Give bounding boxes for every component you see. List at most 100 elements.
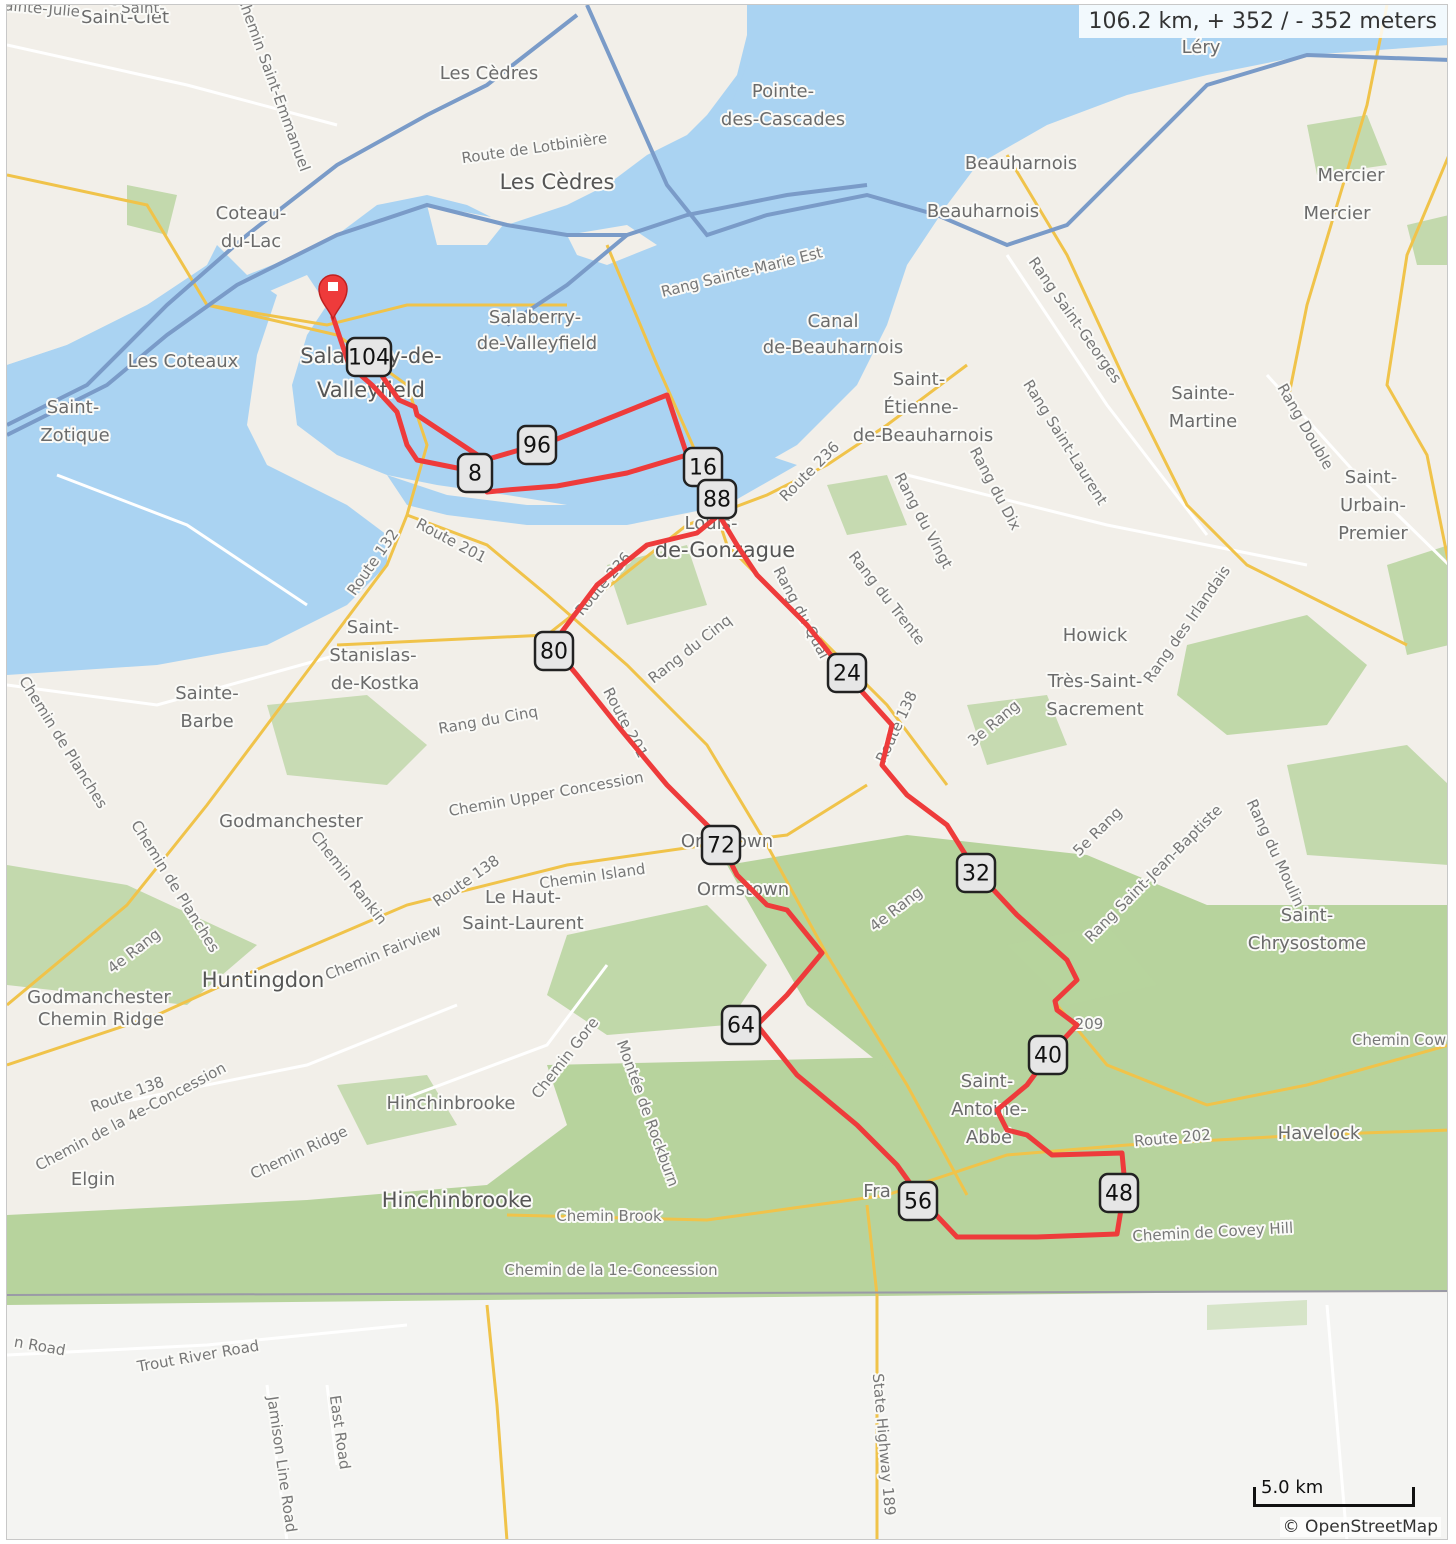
place-label-pointe-2: des-Cascades [721, 109, 845, 130]
km-marker-box [516, 424, 558, 466]
place-label-godmanchester: Godmanchester [219, 811, 363, 832]
place-label-louis-2: de-Gonzague [655, 538, 795, 562]
km-marker-48[interactable]: 48 [1098, 1172, 1140, 1214]
place-label-mercier-2: Mercier [1304, 203, 1372, 224]
international-border [7, 1290, 1447, 1296]
place-label-etienne-3: de-Beauharnois [853, 425, 994, 446]
km-marker-label: 8 [468, 462, 482, 487]
km-marker-box [1098, 1172, 1140, 1214]
km-marker-104[interactable]: 104 [345, 336, 393, 378]
place-label-etienne-2: Étienne- [884, 396, 959, 418]
place-label-beauharnois-1: Beauharnois [965, 153, 1077, 174]
place-label-sacrement-1: Très-Saint- [1047, 671, 1143, 692]
place-label-haut-1: Le Haut- [485, 887, 561, 908]
scale-bar: 5.0 km [1253, 1477, 1415, 1507]
route-line[interactable] [330, 314, 690, 495]
place-label-coteau-2: du-Lac [221, 231, 281, 252]
road-label-r-saint: Saint- [121, 5, 165, 17]
us-land-background [7, 1293, 1447, 1539]
km-marker-box [1027, 1034, 1069, 1076]
place-label-les-cedres-2: Les Cèdres [500, 170, 615, 194]
km-marker-8[interactable]: 8 [456, 452, 494, 494]
road-label-r-cow: Chemin Cow [1352, 1031, 1446, 1049]
km-marker-label: 64 [727, 1014, 755, 1039]
km-marker-64[interactable]: 64 [720, 1004, 762, 1046]
km-marker-box [897, 1180, 939, 1222]
place-label-martine-1: Sainte- [1171, 383, 1235, 404]
km-marker-box [720, 1004, 762, 1046]
km-marker-box [700, 824, 742, 866]
minor-roads [7, 43, 1447, 1539]
km-marker-label: 72 [707, 834, 735, 859]
km-marker-24[interactable]: 24 [826, 652, 868, 694]
scale-tick-left [1253, 1487, 1256, 1507]
place-label-sacrement-2: Sacrement [1046, 699, 1144, 720]
place-label-chrysostome-2: Chrysostome [1248, 933, 1366, 954]
route-stats: 106.2 km, + 352 / - 352 meters [1078, 5, 1447, 38]
place-label-haut-2: Saint-Laurent [462, 913, 583, 934]
place-label-martine-2: Martine [1169, 411, 1238, 432]
km-markers: 8 16 24 32 40 48 56 64 72 80 88 96 104 [345, 336, 1140, 1222]
place-label-stanislas-2: Stanislas- [329, 645, 416, 666]
place-label-stanislas-3: de-Kostka [331, 673, 420, 694]
km-marker-label: 24 [833, 662, 861, 687]
km-marker-32[interactable]: 32 [955, 852, 997, 894]
canal-line [476, 182, 868, 318]
km-marker-88[interactable]: 88 [696, 478, 738, 520]
place-label-clet: Clet [107, 5, 143, 10]
place-label-elgin: Elgin [71, 1169, 115, 1190]
km-marker-96[interactable]: 96 [516, 424, 558, 466]
km-marker-label: 16 [689, 456, 717, 481]
place-label-coteau-1: Coteau- [216, 203, 287, 224]
km-marker-40[interactable]: 40 [1027, 1034, 1069, 1076]
place-label-urbain-1: Saint- [1345, 467, 1397, 488]
place-label-godman-ridge-1: Godmanchester [27, 987, 171, 1008]
km-marker-box [955, 852, 997, 894]
place-label-chrysostome-1: Saint- [1281, 905, 1333, 926]
place-label-canal-2: de-Beauharnois [763, 337, 904, 358]
start-pin-icon[interactable] [318, 274, 348, 322]
place-label-les-coteaux: Les Coteaux [128, 351, 239, 372]
km-marker-box [696, 478, 738, 520]
km-marker-56[interactable]: 56 [897, 1180, 939, 1222]
km-marker-label: 32 [962, 862, 990, 887]
km-marker-box [345, 336, 393, 378]
place-label-ormstown-2: Ormstown [697, 879, 789, 900]
place-label-hinchinbrooke-2: Hinchinbrooke [382, 1188, 532, 1212]
km-marker-80[interactable]: 80 [533, 630, 575, 672]
road-label-r-1e-concession: Chemin de la 1e-Concession [504, 1261, 717, 1279]
place-label-havelock: Havelock [1278, 1123, 1361, 1144]
place-label-beauharnois-2: Beauharnois [927, 201, 1039, 222]
place-label-godman-ridge-2: Chemin Ridge [38, 1009, 164, 1030]
km-marker-label: 104 [348, 346, 390, 371]
place-label-howick: Howick [1063, 625, 1128, 646]
place-label-antoine-2: Antoine- [951, 1099, 1027, 1120]
place-label-pointe-1: Pointe- [752, 81, 814, 102]
road-label-r-209: 209 [1075, 1015, 1104, 1033]
place-label-zotique-2: Zotique [40, 425, 109, 446]
km-marker-label: 96 [523, 434, 551, 459]
attribution[interactable]: © OpenStreetMap [1279, 1517, 1441, 1537]
place-label-lery: Léry [1182, 37, 1221, 58]
place-label-huntingdon: Huntingdon [202, 968, 325, 992]
place-label-salaberry-b: de-Valleyfield [477, 333, 597, 354]
km-marker-label: 48 [1105, 1182, 1133, 1207]
scale-line [1253, 1504, 1415, 1507]
place-label-canal-1: Canal [807, 311, 858, 332]
place-label-salaberry-a: Salaberry- [489, 307, 581, 328]
route-line-south[interactable] [549, 452, 1128, 1240]
scale-label: 5.0 km [1261, 1477, 1324, 1498]
place-label-saint-clet: Saint-Clet [81, 7, 169, 28]
km-marker-label: 40 [1034, 1044, 1062, 1069]
scale-tick-right [1412, 1487, 1415, 1507]
place-label-etienne-1: Saint- [893, 369, 945, 390]
place-label-urbain-2: Urbain- [1340, 495, 1406, 516]
km-marker-16[interactable]: 16 [682, 446, 724, 488]
km-marker-72[interactable]: 72 [700, 824, 742, 866]
km-marker-label: 80 [540, 640, 568, 665]
place-label-hinchinbrooke-1: Hinchinbrooke [387, 1093, 516, 1114]
km-marker-label: 88 [703, 488, 731, 513]
place-label-barbe-1: Sainte- [175, 683, 239, 704]
